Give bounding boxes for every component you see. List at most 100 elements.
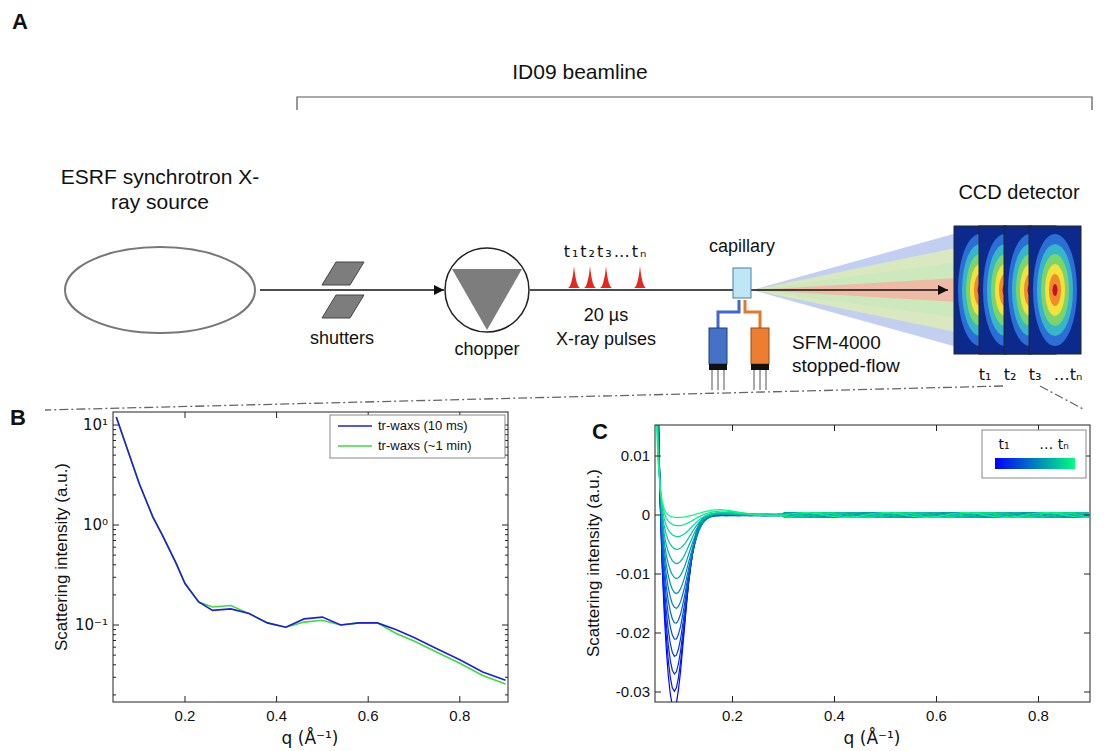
label: t₃ — [1029, 365, 1042, 384]
tick — [505, 529, 508, 530]
tick — [113, 640, 116, 641]
label: -0.01 — [616, 565, 650, 583]
colorbar — [995, 458, 1075, 469]
label: 0.6 — [926, 707, 947, 725]
legend-sample — [338, 425, 372, 427]
shape — [733, 268, 751, 298]
data-curve — [656, 425, 1089, 691]
tick — [113, 494, 116, 495]
legend-box — [330, 415, 505, 458]
tick — [655, 515, 661, 516]
shape — [444, 247, 530, 333]
curve-group — [656, 425, 1089, 702]
label: 0 — [642, 506, 650, 524]
tick — [113, 664, 116, 665]
tick — [113, 577, 116, 578]
scattering-ring — [1049, 274, 1061, 306]
data-curve — [656, 425, 1089, 549]
tube — [718, 300, 739, 328]
stopped-flow-mixer: SFM-4000 stopped-flow — [700, 300, 910, 392]
tick — [505, 647, 508, 648]
plot-frame — [113, 412, 508, 702]
label: -0.02 — [616, 624, 650, 642]
shape — [318, 258, 366, 322]
tick — [505, 577, 508, 578]
tick — [185, 412, 186, 418]
tick — [113, 694, 116, 695]
tick — [505, 564, 508, 565]
tick — [113, 525, 119, 526]
shutter: shutters — [318, 258, 366, 322]
tick — [732, 696, 733, 702]
plunger-rod — [724, 370, 725, 390]
tick — [276, 696, 277, 702]
data-curve — [656, 425, 1089, 674]
beam-arrow — [260, 289, 444, 291]
tick — [505, 555, 508, 556]
label: Scattering intensity (a.u.) — [584, 469, 604, 657]
data-curve — [656, 425, 1089, 526]
x-ray-pulse — [584, 266, 596, 288]
x-ray-pulse — [600, 266, 612, 288]
tick — [732, 425, 733, 431]
tick — [276, 412, 277, 418]
label: ID09 beamline — [512, 59, 647, 84]
label: 0.8 — [1028, 707, 1049, 725]
tick — [113, 629, 116, 630]
label: 10¹ — [83, 416, 108, 434]
tick — [368, 696, 369, 702]
label: 0.2 — [722, 707, 743, 725]
detector-frame — [1029, 226, 1081, 354]
tick — [113, 655, 116, 656]
tick — [113, 547, 116, 548]
tick — [505, 540, 508, 541]
tick — [505, 477, 508, 478]
syringe — [709, 328, 727, 364]
tick — [505, 594, 508, 595]
plot-frame — [655, 425, 1090, 702]
tick — [1038, 696, 1039, 702]
tick — [113, 534, 116, 535]
syringe — [751, 328, 769, 364]
tick — [459, 696, 460, 702]
tick — [113, 429, 116, 430]
label: t₂ — [1004, 365, 1017, 384]
tick — [505, 634, 508, 635]
synchrotron-source: ESRF synchrotron X-ray source — [60, 246, 260, 336]
ccd-detector: CCD detector — [948, 180, 1090, 360]
tick — [834, 696, 835, 702]
label: 10⁻¹ — [75, 616, 108, 634]
node-label: ESRF synchrotron X-ray source — [60, 164, 260, 214]
tick — [505, 629, 508, 630]
tick — [502, 525, 508, 526]
label: q (Å⁻¹) — [282, 728, 339, 748]
scattering-ring — [1033, 234, 1077, 346]
tick — [113, 455, 116, 456]
tick — [1084, 574, 1090, 575]
data-curve — [656, 425, 1089, 702]
plunger-rod — [718, 370, 719, 390]
plunger — [751, 364, 769, 370]
tick — [505, 534, 508, 535]
label: … tₙ — [1039, 436, 1069, 453]
plunger-rod — [766, 370, 767, 390]
zoom-line — [1040, 386, 1085, 410]
tick — [1084, 633, 1090, 634]
legend-label: tr-waxs (~1 min) — [378, 438, 472, 454]
label: q (Å⁻¹) — [844, 728, 901, 748]
tick — [936, 696, 937, 702]
label: X-ray pulses — [556, 329, 656, 351]
tick — [113, 647, 116, 648]
tick — [505, 677, 508, 678]
panel-letter: C — [592, 419, 608, 445]
label: 0.4 — [824, 707, 845, 725]
node-label: capillary — [709, 236, 775, 258]
tick — [505, 494, 508, 495]
chopper: chopper — [444, 247, 530, 333]
plunger-rod — [760, 370, 761, 390]
zoom-line — [45, 386, 1003, 410]
tick — [1084, 692, 1090, 693]
label: -0.03 — [616, 683, 650, 701]
